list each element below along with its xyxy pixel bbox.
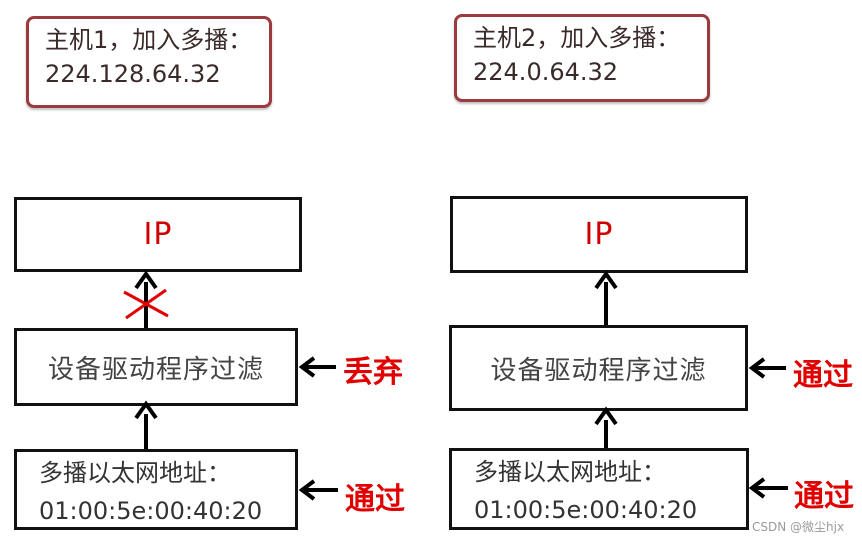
host1-driver-label: 设备驱动程序过滤 (47, 354, 264, 385)
host1-driver-status-arrow (298, 356, 336, 378)
host1-ip-layer: IP (14, 197, 302, 272)
host2-driver-to-ip-arrow (594, 270, 618, 325)
host1-driver-filter: 设备驱动程序过滤 (14, 328, 298, 406)
host2-mac-status-arrow (748, 477, 788, 499)
host2-multicast-address: 224.0.64.32 (473, 58, 619, 86)
host1-ip-label: IP (143, 217, 173, 252)
host2-ip-layer: IP (450, 196, 748, 273)
host1-mac-title: 多播以太网地址： (39, 459, 231, 487)
host1-label-box: 主机1，加入多播： 224.128.64.32 (26, 16, 272, 108)
host2-driver-status: 通过 (793, 358, 853, 393)
host1-mac-status-arrow (298, 479, 338, 501)
host2-driver-filter: 设备驱动程序过滤 (449, 325, 748, 411)
host1-multicast-address: 224.128.64.32 (45, 60, 221, 88)
host2-ip-label: IP (584, 217, 614, 252)
host2-mac-title: 多播以太网地址： (474, 458, 666, 486)
watermark: CSDN @微尘hjx (752, 520, 845, 534)
host2-mac-address: 01:00:5e:00:40:20 (474, 496, 698, 524)
host1-mac-to-driver-arrow (134, 400, 158, 449)
host2-label-box: 主机2，加入多播： 224.0.64.32 (454, 14, 710, 102)
host2-driver-label: 设备驱动程序过滤 (490, 355, 707, 386)
host1-mac-status: 通过 (345, 482, 405, 517)
host1-driver-status: 丢弃 (343, 355, 403, 390)
host2-driver-status-arrow (748, 357, 786, 379)
host1-title: 主机1，加入多播： (45, 26, 253, 54)
host2-mac-box: 多播以太网地址： 01:00:5e:00:40:20 (449, 448, 749, 530)
host1-mac-address: 01:00:5e:00:40:20 (39, 497, 263, 525)
host2-mac-status: 通过 (794, 479, 854, 514)
host1-mac-box: 多播以太网地址： 01:00:5e:00:40:20 (14, 449, 298, 530)
host2-title: 主机2，加入多播： (473, 24, 681, 52)
host1-blocked-cross-icon (123, 288, 169, 320)
host2-mac-to-driver-arrow (594, 406, 618, 448)
